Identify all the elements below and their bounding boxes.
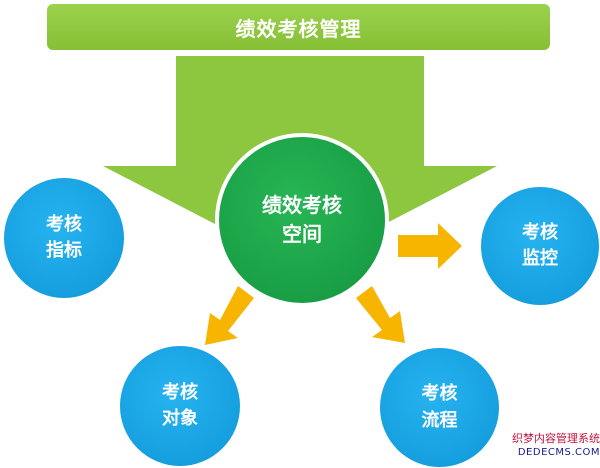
center-circle: 绩效考核 空间 bbox=[215, 133, 389, 307]
watermark: 织梦内容管理系统 DEDECMS.COM bbox=[488, 432, 600, 460]
center-label-line1: 绩效考核 bbox=[262, 193, 342, 217]
arrow-to-jiankong bbox=[398, 223, 462, 269]
node-label-line1: 考核 bbox=[421, 383, 458, 405]
node-label-line1: 考核 bbox=[46, 213, 82, 235]
watermark-line1: 织梦内容管理系统 bbox=[512, 432, 600, 445]
center-label-line2: 空间 bbox=[282, 222, 322, 246]
banner-title: 绩效考核管理 bbox=[235, 16, 362, 41]
node-label-line2: 监控 bbox=[522, 248, 558, 269]
node-kaohe-jiankong: 考核 监控 bbox=[481, 187, 599, 305]
node-kaohe-zhibiao: 考核 指标 bbox=[4, 178, 124, 298]
node-kaohe-duixiang: 考核 对象 bbox=[120, 346, 240, 466]
node-kaohe-liucheng: 考核 流程 bbox=[380, 348, 499, 467]
node-label-line2: 流程 bbox=[421, 409, 458, 431]
node-label-line2: 对象 bbox=[162, 408, 198, 429]
arrow-to-duixiang bbox=[205, 286, 254, 345]
node-label-line1: 考核 bbox=[162, 381, 198, 403]
node-label-line1: 考核 bbox=[522, 221, 558, 243]
watermark-line2: DEDECMS.COM bbox=[517, 447, 600, 458]
arrow-to-liucheng bbox=[356, 286, 405, 343]
title-banner: 绩效考核管理 bbox=[47, 4, 550, 50]
node-label-line2: 指标 bbox=[46, 240, 82, 261]
